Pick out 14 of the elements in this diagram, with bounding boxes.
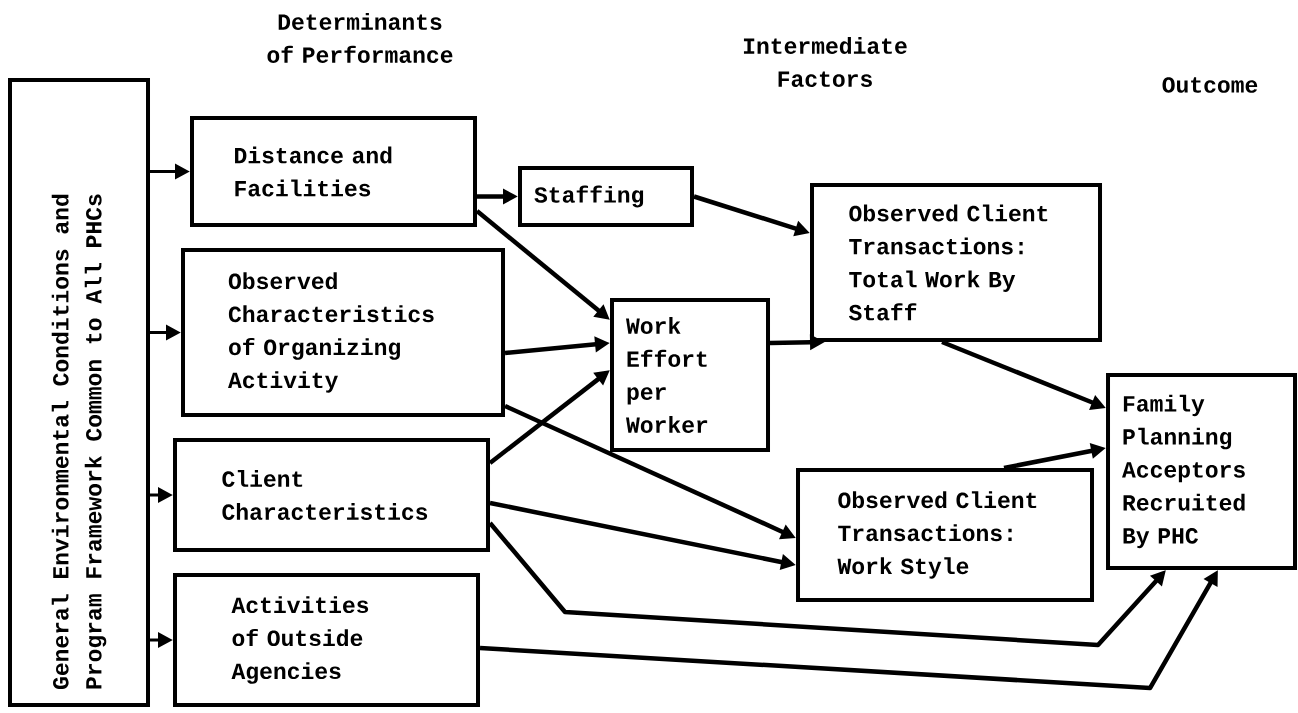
column-heading: Outcome	[1162, 77, 1258, 93]
process-box: Staffing	[518, 166, 694, 227]
column-heading: Determinants of Performance	[267, 13, 453, 63]
process-box: Distance and Facilities	[190, 116, 477, 227]
process-box: Client Characteristics	[173, 438, 490, 552]
process-box: Observed Client Transactions: Total Work By Staff	[810, 183, 1102, 342]
process-box: Observed Characteristics of Organizing Activity	[181, 248, 505, 417]
process-box: Work Effort per Worker	[610, 298, 770, 452]
vertical-box: General Environmental Conditions and Program Framework Common to All PHCs	[8, 78, 150, 707]
arrow	[488, 521, 1166, 648]
column-heading: Intermediate Factors	[743, 37, 907, 87]
process-box: Activities of Outside Agencies	[173, 573, 480, 707]
process-box: Family Planning Acceptors Recruited By PHC	[1106, 373, 1297, 570]
process-box: Observed Client Transactions: Work Style	[796, 468, 1094, 602]
